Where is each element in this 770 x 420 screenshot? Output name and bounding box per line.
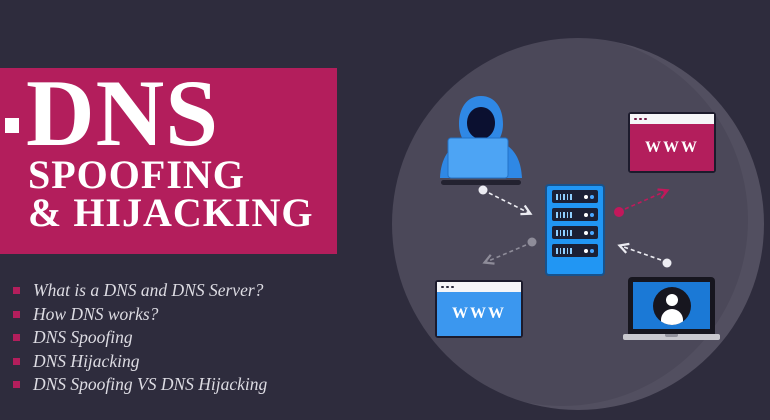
- titlebar-dot: [634, 117, 637, 121]
- list-item: How DNS works?: [13, 303, 383, 325]
- bullet-square-icon: [13, 334, 20, 342]
- hacker-svg: [440, 96, 522, 185]
- title-banner: DNS SPOOFING & HIJACKING: [0, 63, 337, 254]
- server-slot: [552, 244, 598, 257]
- topics-list: What is a DNS and DNS Server? How DNS wo…: [13, 280, 383, 395]
- browser-titlebar: [437, 282, 521, 292]
- titlebar-dot: [451, 285, 454, 289]
- subtitle-line-1: SPOOFING: [28, 152, 245, 197]
- topic-label: How DNS works?: [33, 303, 159, 324]
- list-item: DNS Spoofing VS DNS Hijacking: [13, 374, 383, 395]
- list-item: What is a DNS and DNS Server?: [13, 280, 383, 301]
- server-slot: [552, 208, 598, 221]
- server-leds: [583, 194, 594, 199]
- title-bullet-square: [5, 118, 19, 133]
- laptop-screen: [628, 277, 715, 334]
- server-leds: [583, 230, 594, 235]
- user-avatar-icon: [652, 286, 691, 325]
- server-vents: [556, 211, 572, 218]
- browser-titlebar: [630, 114, 714, 124]
- hacker-icon: [433, 90, 529, 187]
- server-leds: [583, 212, 594, 217]
- subtitle-line-2: & HIJACKING: [28, 190, 314, 235]
- bullet-square-icon: [13, 310, 20, 318]
- laptop-notch: [665, 334, 678, 337]
- www-label: WWW: [630, 124, 714, 171]
- topic-label: DNS Hijacking: [33, 350, 140, 371]
- titlebar-dot: [644, 117, 647, 121]
- bullet-square-icon: [13, 357, 20, 365]
- server-vents: [556, 229, 572, 236]
- server-slot: [552, 226, 598, 239]
- topic-label: DNS Spoofing: [33, 327, 133, 348]
- list-item: DNS Hijacking: [13, 350, 383, 372]
- server-vents: [556, 193, 572, 200]
- server-leds: [583, 248, 594, 253]
- www-label: WWW: [437, 292, 521, 336]
- browser-window-real: WWW: [435, 280, 523, 338]
- bullet-square-icon: [13, 287, 20, 295]
- page-title: DNS: [26, 60, 220, 166]
- titlebar-dot: [639, 117, 642, 121]
- browser-window-spoofed: WWW: [628, 112, 716, 173]
- server-vents: [556, 247, 572, 254]
- page-subtitle: SPOOFING & HIJACKING: [28, 152, 314, 235]
- titlebar-dot: [441, 285, 444, 289]
- user-laptop-icon: [623, 277, 720, 340]
- laptop-base: [623, 334, 720, 340]
- dns-server-icon: [545, 184, 605, 276]
- topic-label: DNS Spoofing VS DNS Hijacking: [33, 374, 268, 395]
- titlebar-dot: [446, 285, 449, 289]
- laptop-display: [633, 282, 710, 329]
- bullet-square-icon: [13, 381, 20, 389]
- list-item: DNS Spoofing: [13, 327, 383, 348]
- topic-label: What is a DNS and DNS Server?: [33, 280, 264, 301]
- server-slot: [552, 190, 598, 203]
